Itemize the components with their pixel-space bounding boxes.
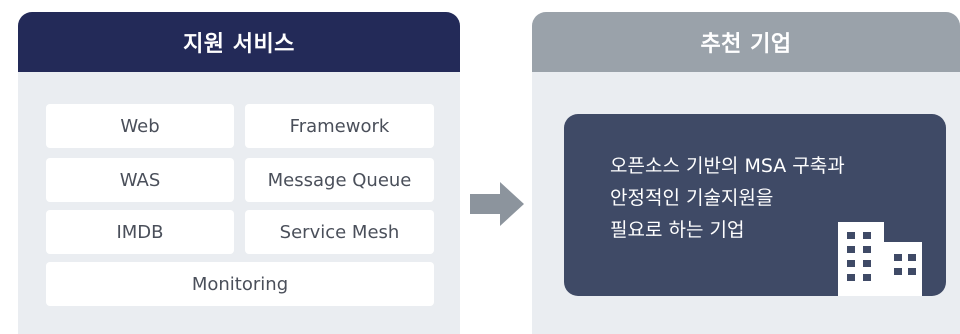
service-framework: Framework xyxy=(245,104,434,148)
recommended-companies-title: 추천 기업 xyxy=(532,12,960,72)
recommendation-description: 오픈소스 기반의 MSA 구축과 안정적인 기술지원을 필요로 하는 기업 xyxy=(610,150,845,246)
service-imdb: IMDB xyxy=(46,210,234,254)
service-message-queue: Message Queue xyxy=(245,158,434,202)
building-icon xyxy=(838,222,922,296)
service-service-mesh: Service Mesh xyxy=(245,210,434,254)
service-was: WAS xyxy=(46,158,234,202)
service-web: Web xyxy=(46,104,234,148)
description-line-3: 필요로 하는 기업 xyxy=(610,219,745,241)
description-line-1: 오픈소스 기반의 MSA 구축과 xyxy=(610,155,845,177)
service-monitoring: Monitoring xyxy=(46,262,434,306)
support-services-title: 지원 서비스 xyxy=(18,12,460,72)
description-line-2: 안정적인 기술지원을 xyxy=(610,187,774,209)
arrow-right-icon xyxy=(470,182,524,226)
